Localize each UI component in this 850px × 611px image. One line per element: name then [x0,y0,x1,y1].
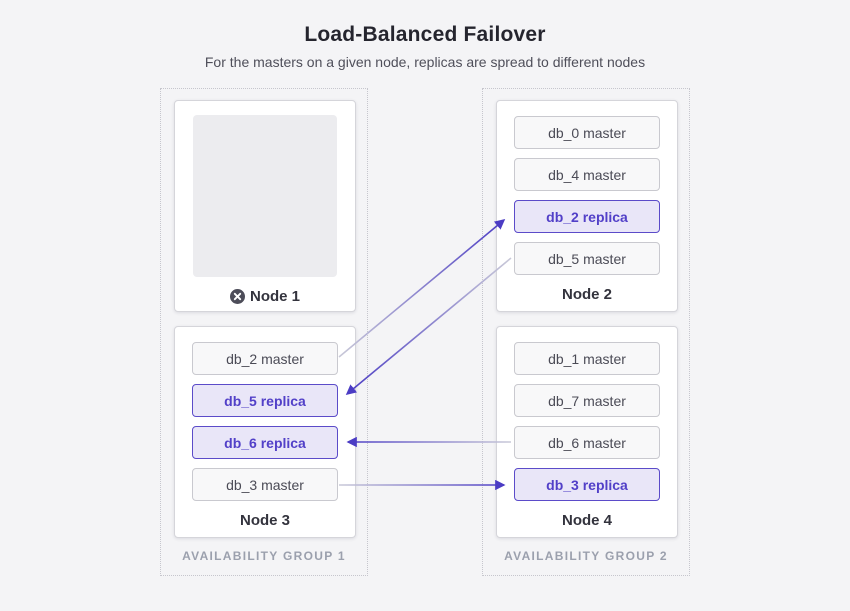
node-2-label: Node 2 [514,286,660,303]
db-box-db_1-master: db_1 master [514,342,660,375]
node-4-card: db_1 master db_7 master db_6 master db_3… [496,326,678,538]
db-box-label: db_6 master [548,434,626,451]
db-box-label: db_0 master [548,124,626,141]
node-3-card: db_2 master db_5 replica db_6 replica db… [174,326,356,538]
availability-group-2: db_0 master db_4 master db_2 replica db_… [482,88,690,576]
db-box-db_3-replica: db_3 replica [514,468,660,501]
node-name: Node 3 [239,512,290,529]
page-subtitle: For the masters on a given node, replica… [204,54,646,70]
db-box-db_5-replica: db_5 replica [192,384,338,417]
db-box-db_0-master: db_0 master [514,116,660,149]
db-box-label: db_4 master [548,166,626,183]
node-1-failed-placeholder [193,115,337,277]
failed-x-circle-icon [229,289,245,304]
db-box-label: db_2 replica [546,208,628,225]
db-box-db_6-replica: db_6 replica [192,426,338,459]
node-name: Node 4 [561,512,612,529]
db-box-label: db_2 master [226,350,304,367]
db-box-db_7-master: db_7 master [514,384,660,417]
availability-group-1: Node 1 db_2 master db_5 replica db_6 rep… [160,88,368,576]
page-title: Load-Balanced Failover [304,23,546,46]
node-name: Node 1 [249,288,300,305]
node-1-card: Node 1 [174,100,356,312]
db-box-db_5-master: db_5 master [514,242,660,275]
db-box-label: db_6 replica [224,434,306,451]
db-box-label: db_3 master [226,476,304,493]
db-box-db_2-replica: db_2 replica [514,200,660,233]
node-name: Node 2 [561,286,612,303]
node-3-label: Node 3 [192,512,338,529]
db-box-db_3-master: db_3 master [192,468,338,501]
db-box-label: db_5 master [548,250,626,267]
db-box-label: db_3 replica [546,476,628,493]
node-1-label: Node 1 [192,288,338,305]
db-box-db_4-master: db_4 master [514,158,660,191]
diagram-header: Load-Balanced Failover For the masters o… [0,23,850,70]
node-2-card: db_0 master db_4 master db_2 replica db_… [496,100,678,312]
availability-group-1-label: AVAILABILITY GROUP 1 [182,549,346,563]
db-box-db_6-master: db_6 master [514,426,660,459]
db-box-label: db_7 master [548,392,626,409]
db-box-label: db_5 replica [224,392,306,409]
node-4-label: Node 4 [514,512,660,529]
availability-group-2-label: AVAILABILITY GROUP 2 [504,549,668,563]
db-box-label: db_1 master [548,350,626,367]
db-box-db_2-master: db_2 master [192,342,338,375]
